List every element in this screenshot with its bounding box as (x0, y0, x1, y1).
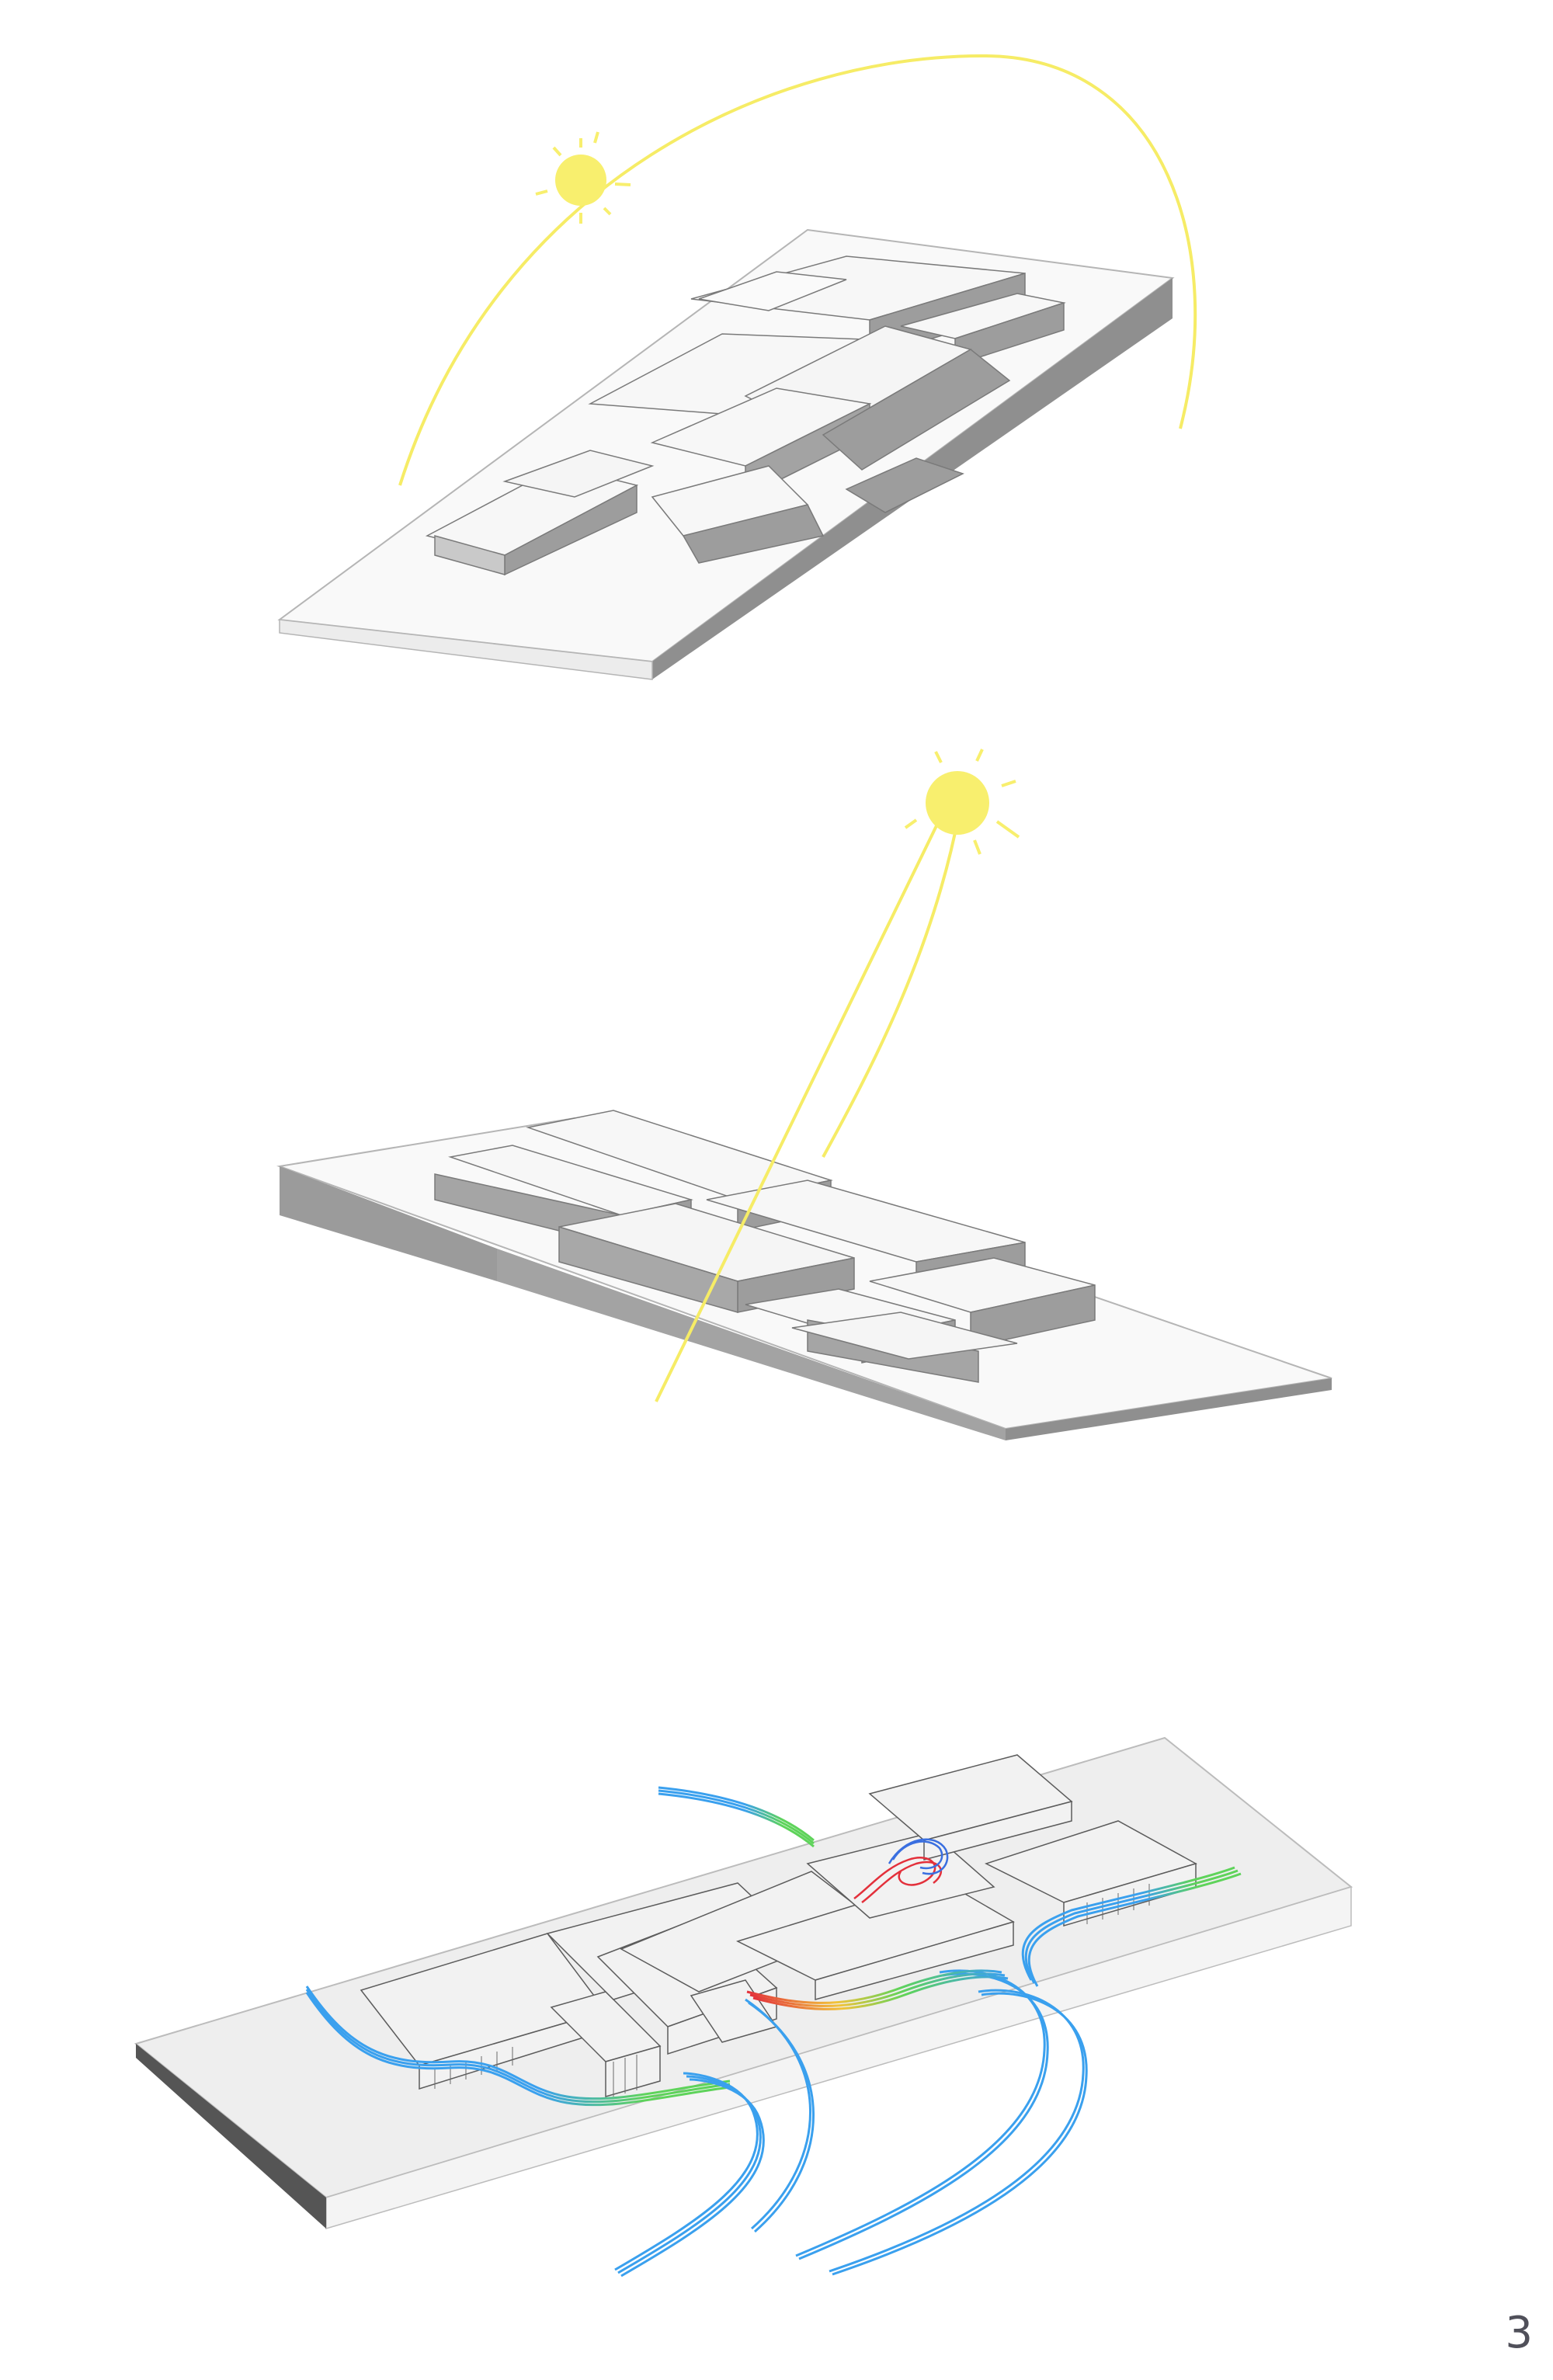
sun-ray (822, 813, 961, 1158)
sun-angle-diagram (276, 749, 1332, 1440)
page-number: 3 (1505, 2308, 1533, 2358)
wind-flow-diagram (134, 1736, 1353, 2278)
wind-stream-back (658, 1786, 815, 1848)
sun-path-diagram (277, 54, 1197, 680)
building-mass (360, 1754, 1197, 2097)
wind-stream-eddy (746, 1969, 1009, 2010)
building-mass (434, 1110, 1096, 1383)
sun-icon (535, 131, 631, 224)
wind-stream-left (305, 1986, 731, 2107)
sun-path-arc (398, 54, 1197, 486)
wind-vortex (888, 1838, 949, 1875)
sun-icon (904, 749, 1020, 855)
sun-ray (655, 811, 945, 1402)
streamline-icon (305, 1786, 1242, 2278)
wind-vortex (853, 1857, 943, 1903)
building-mass (425, 255, 1066, 576)
wind-stream-right (1021, 1866, 1242, 1987)
